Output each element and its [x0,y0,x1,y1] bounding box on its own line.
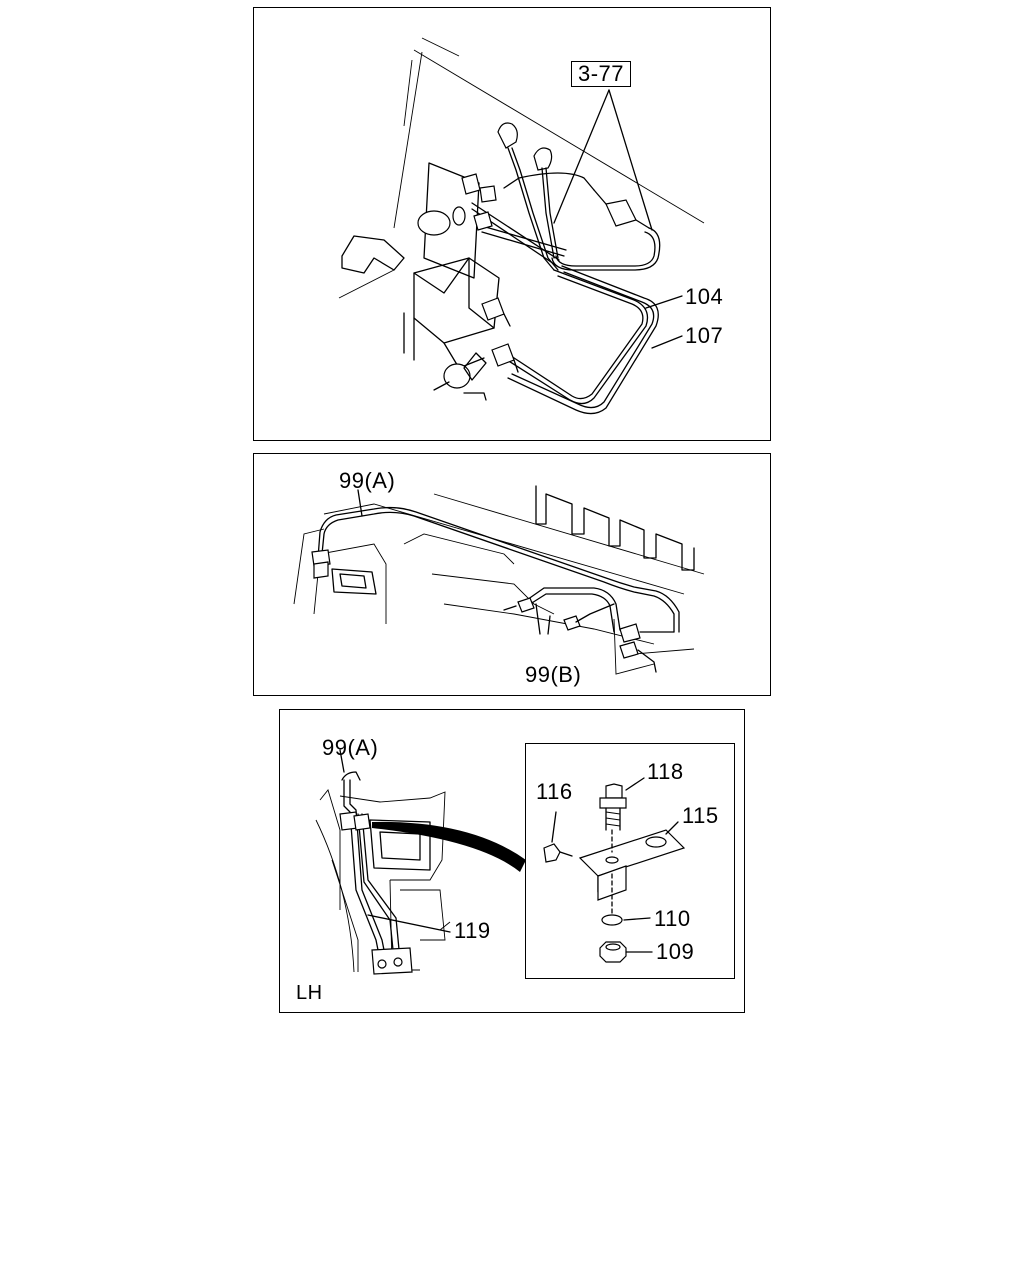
callout-110: 110 [654,906,691,931]
side-label-lh: LH [296,982,323,1004]
callout-115: 115 [682,803,719,828]
frame-pipe-routing-drawing [293,485,705,675]
clamp-detail-inset: 118 116 115 110 109 [525,743,735,979]
clamp-exploded-view [543,777,686,963]
top-diagram-panel: 3-77 104 107 [253,7,771,441]
callout-99a-lh: 99(A) [322,735,379,760]
callout-99b: 99(B) [525,662,582,687]
reference-box-3-77: 3-77 [571,61,632,87]
callout-119: 119 [454,918,491,943]
callout-118: 118 [647,759,684,784]
callout-107: 107 [685,323,724,348]
callout-109: 109 [656,939,695,964]
middle-diagram-panel: 99(A) 99(B) [253,453,771,696]
callout-116: 116 [536,779,573,804]
callout-104: 104 [685,284,724,309]
brake-pipe-assembly-drawing [338,37,705,415]
lh-pipe-clamp-drawing [315,749,526,975]
callout-99a: 99(A) [339,468,396,493]
